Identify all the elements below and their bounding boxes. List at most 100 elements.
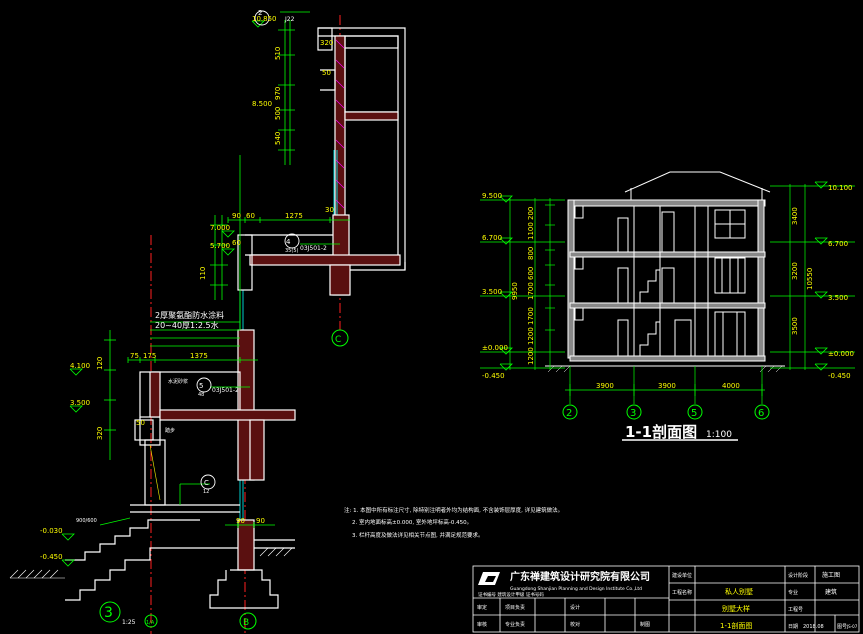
project-label: 建设单位	[672, 572, 692, 579]
discipline-value: 建筑	[825, 588, 837, 596]
section-ground-hatch	[547, 365, 783, 373]
general-notes: 注: 1. 本图中所有标注尺寸, 除特别注明者外均为结构面, 不含装饰层厚度, …	[344, 506, 563, 539]
role-4: 设计	[570, 604, 580, 611]
dim-mid-60b: 60	[232, 239, 241, 247]
drawing-sub: 1-1剖面图	[720, 621, 752, 630]
company-name: 广东禅建筑设计研究院有限公司	[510, 570, 650, 583]
sec-level-left-2: 3.500	[482, 288, 502, 296]
sec-level-left-0: 9.500	[482, 192, 502, 200]
middle-slab	[237, 214, 406, 296]
sec-dim-left-6: 1200	[527, 327, 535, 345]
sec-dim-left-2: 800	[527, 247, 535, 260]
callout-5-ref: 03J501-2	[212, 387, 239, 394]
dim-upper-540: 540	[274, 132, 282, 145]
company-logo	[478, 572, 500, 585]
dim-lower-175: 175	[143, 352, 156, 360]
room-label: 踏步	[165, 427, 175, 434]
section-axis-bubbles	[562, 404, 770, 420]
dim-mid-110: 110	[199, 267, 207, 280]
dim-bottom-90b: 90	[256, 517, 265, 525]
detail-number: 3	[104, 605, 113, 621]
sec-dim-right-2: 3500	[791, 317, 799, 335]
sec-level-right-2: 3.500	[828, 294, 848, 302]
note-1: 注: 1. 本图中所有标注尺寸, 除特别注明者外均为结构面, 不含装饰层厚度, …	[344, 506, 563, 514]
section-title: 1-1剖面图	[625, 423, 697, 441]
sheet-value: JS-07	[846, 624, 858, 629]
dimension-lines	[104, 20, 350, 528]
note-2: 2. 室内地面标高±0.000, 室外地坪标高-0.450。	[352, 518, 472, 526]
callout-c-sub: 12	[203, 489, 209, 495]
hatch-pattern	[335, 39, 345, 209]
level-minus-0450: -0.450	[40, 553, 63, 561]
section-scale: 1:100	[706, 430, 732, 440]
spec-line-2: 20~40厚1:2.5水	[155, 320, 219, 330]
dim-mid-90: 90	[232, 212, 241, 220]
stair-foundation	[65, 439, 295, 609]
dim-lower-50: 50	[136, 419, 145, 427]
section-structure	[545, 199, 785, 367]
role-3: 专业负责	[505, 621, 525, 628]
role-1: 审核	[477, 621, 487, 628]
axis-label-c: C	[335, 335, 341, 345]
sec-dim-left-5: 1700	[527, 307, 535, 325]
sheet-label: 图号	[837, 624, 847, 630]
sec-axis-3: 3	[630, 408, 636, 419]
axis-label-b: B	[243, 618, 249, 628]
callout-4-sub: 35(5)	[285, 248, 298, 254]
level-minus-0030: -0.030	[40, 527, 63, 535]
dim-upper-500: 500	[274, 107, 282, 120]
sec-level-right-3: ±0.000	[828, 350, 854, 358]
roof-parapet	[317, 27, 406, 270]
design-phase-label: 设计阶段	[788, 572, 808, 579]
date-label: 日期	[788, 624, 798, 630]
sec-axis-5: 5	[691, 408, 697, 419]
sec-dim-right-total: 10550	[806, 268, 814, 290]
title-block	[472, 565, 860, 633]
dim-upper-320: 320	[320, 39, 333, 47]
leader-lines	[99, 11, 340, 526]
role-0: 审定	[477, 604, 487, 611]
detail-callouts	[196, 10, 300, 490]
axis-bubbles	[99, 329, 349, 630]
section-dimensions	[480, 184, 855, 404]
dim-mid-1275: 1275	[285, 212, 303, 220]
dim-lower-75: 75	[130, 352, 139, 360]
sec-dim-right-1: 3200	[791, 262, 799, 280]
project-value: 私人别墅	[725, 587, 753, 596]
level-markers	[61, 20, 265, 567]
project-no-label: 工程号	[788, 606, 803, 613]
sec-dim-right-0: 3400	[791, 207, 799, 225]
project-name-label: 工程名称	[672, 589, 692, 596]
ground-hatch	[9, 547, 293, 579]
sec-dim-bottom-1: 3900	[658, 382, 676, 390]
certificate-line: 证书编号 建筑设计甲级 证书号码	[478, 591, 544, 598]
sec-level-right-0: 10.100	[828, 184, 853, 192]
title-block-text: 广东禅建筑设计研究院有限公司 Guangdong Shanjian Planni…	[477, 570, 858, 630]
section-drawing	[480, 171, 855, 441]
lower-slab	[134, 329, 296, 481]
note-3: 3. 栏杆高度及做法详见相关节点图, 并满足规范要求。	[352, 531, 484, 539]
callout-c-num: C	[204, 479, 209, 487]
level-3500: 3.500	[70, 399, 90, 407]
dim-upper-970: 970	[274, 87, 282, 100]
detail-text: 10.850 2 J22 8.500 7.000 5.700 4.100 3.5…	[40, 9, 341, 628]
dim-mid-30: 30	[325, 206, 334, 214]
sec-axis-2: 2	[566, 408, 572, 419]
dim-lower-120: 120	[96, 357, 104, 370]
sec-axis-6: 6	[758, 408, 764, 419]
sec-level-left-3: ±0.000	[482, 344, 508, 352]
company-name-en: Guangdong Shanjian Planning and Design I…	[510, 586, 642, 592]
callout-4-num: 4	[286, 238, 291, 246]
level-5700: 5.700	[210, 242, 230, 250]
callout-5-num: 5	[199, 382, 203, 390]
callout-2-sub: J22	[284, 16, 295, 23]
sec-dim-left-4: 1700	[527, 282, 535, 300]
sec-dim-left-3: 600	[527, 267, 535, 280]
material-label: 水泥砂浆	[168, 378, 188, 385]
level-10850: 10.850	[252, 15, 277, 23]
sec-level-right-1: 6.700	[828, 240, 848, 248]
callout-5-sub: 48	[198, 392, 204, 398]
detail-scale: 1:25	[122, 619, 136, 626]
design-phase-value: 施工图	[822, 571, 840, 579]
